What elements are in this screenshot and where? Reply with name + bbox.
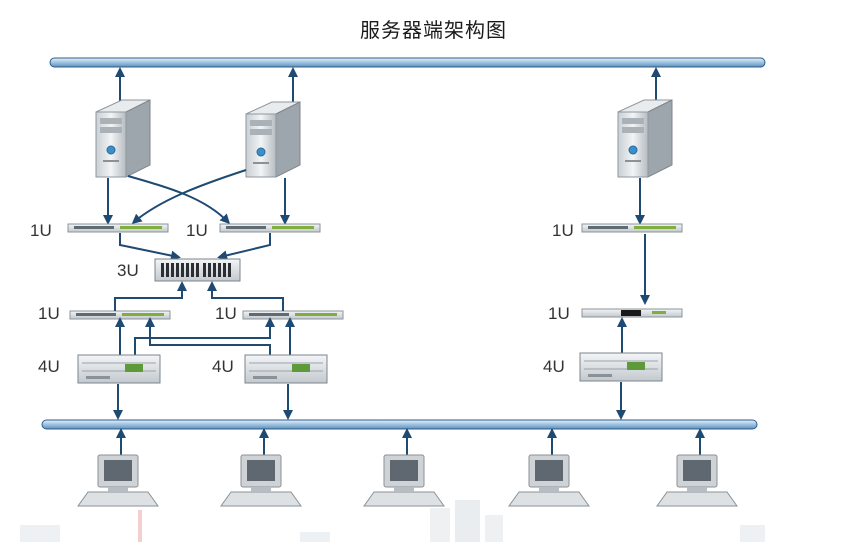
client-pc-3 — [363, 454, 445, 507]
label-1u-a: 1U — [30, 221, 52, 240]
client-pc-5 — [656, 454, 738, 507]
switch-storage-uplinks — [114, 281, 284, 311]
tower-switch-links — [103, 169, 645, 225]
switch-storage-links — [119, 233, 650, 305]
diagram-title: 服务器端架构图 — [360, 18, 507, 42]
storage-array-3u — [154, 258, 241, 282]
rack-server-4u-a — [77, 354, 161, 384]
label-4u-c: 4U — [543, 357, 565, 376]
switch-1u-a — [67, 223, 169, 233]
label-4u-b: 4U — [212, 357, 234, 376]
switch-1u-b — [219, 223, 321, 233]
uplink-arrows — [115, 67, 661, 105]
label-1u-f: 1U — [548, 304, 570, 323]
client-pc-2 — [220, 454, 302, 507]
tower-server-2 — [245, 101, 301, 178]
top-network-bus — [49, 57, 766, 68]
bottom-network-bus — [41, 419, 758, 430]
label-3u: 3U — [117, 261, 139, 280]
label-1u-e: 1U — [215, 304, 237, 323]
label-1u-c: 1U — [552, 221, 574, 240]
label-1u-d: 1U — [38, 304, 60, 323]
tower-server-3 — [617, 99, 673, 178]
tower-server-1 — [95, 99, 151, 178]
rack-server-4u-b — [244, 354, 328, 384]
label-4u-a: 4U — [38, 357, 60, 376]
background-buildings — [20, 500, 765, 542]
client-pc-1 — [77, 454, 159, 507]
server-bus-arrows — [113, 382, 626, 420]
switch-1u-d — [69, 310, 171, 320]
client-arrows — [116, 428, 705, 455]
firewall-1u — [581, 308, 683, 318]
switch-1u-e — [242, 310, 344, 320]
server-switch-links — [115, 317, 627, 355]
client-pc-4 — [508, 454, 590, 507]
label-1u-b: 1U — [186, 221, 208, 240]
switch-1u-c — [581, 223, 683, 233]
rack-server-4u-c — [579, 352, 663, 382]
